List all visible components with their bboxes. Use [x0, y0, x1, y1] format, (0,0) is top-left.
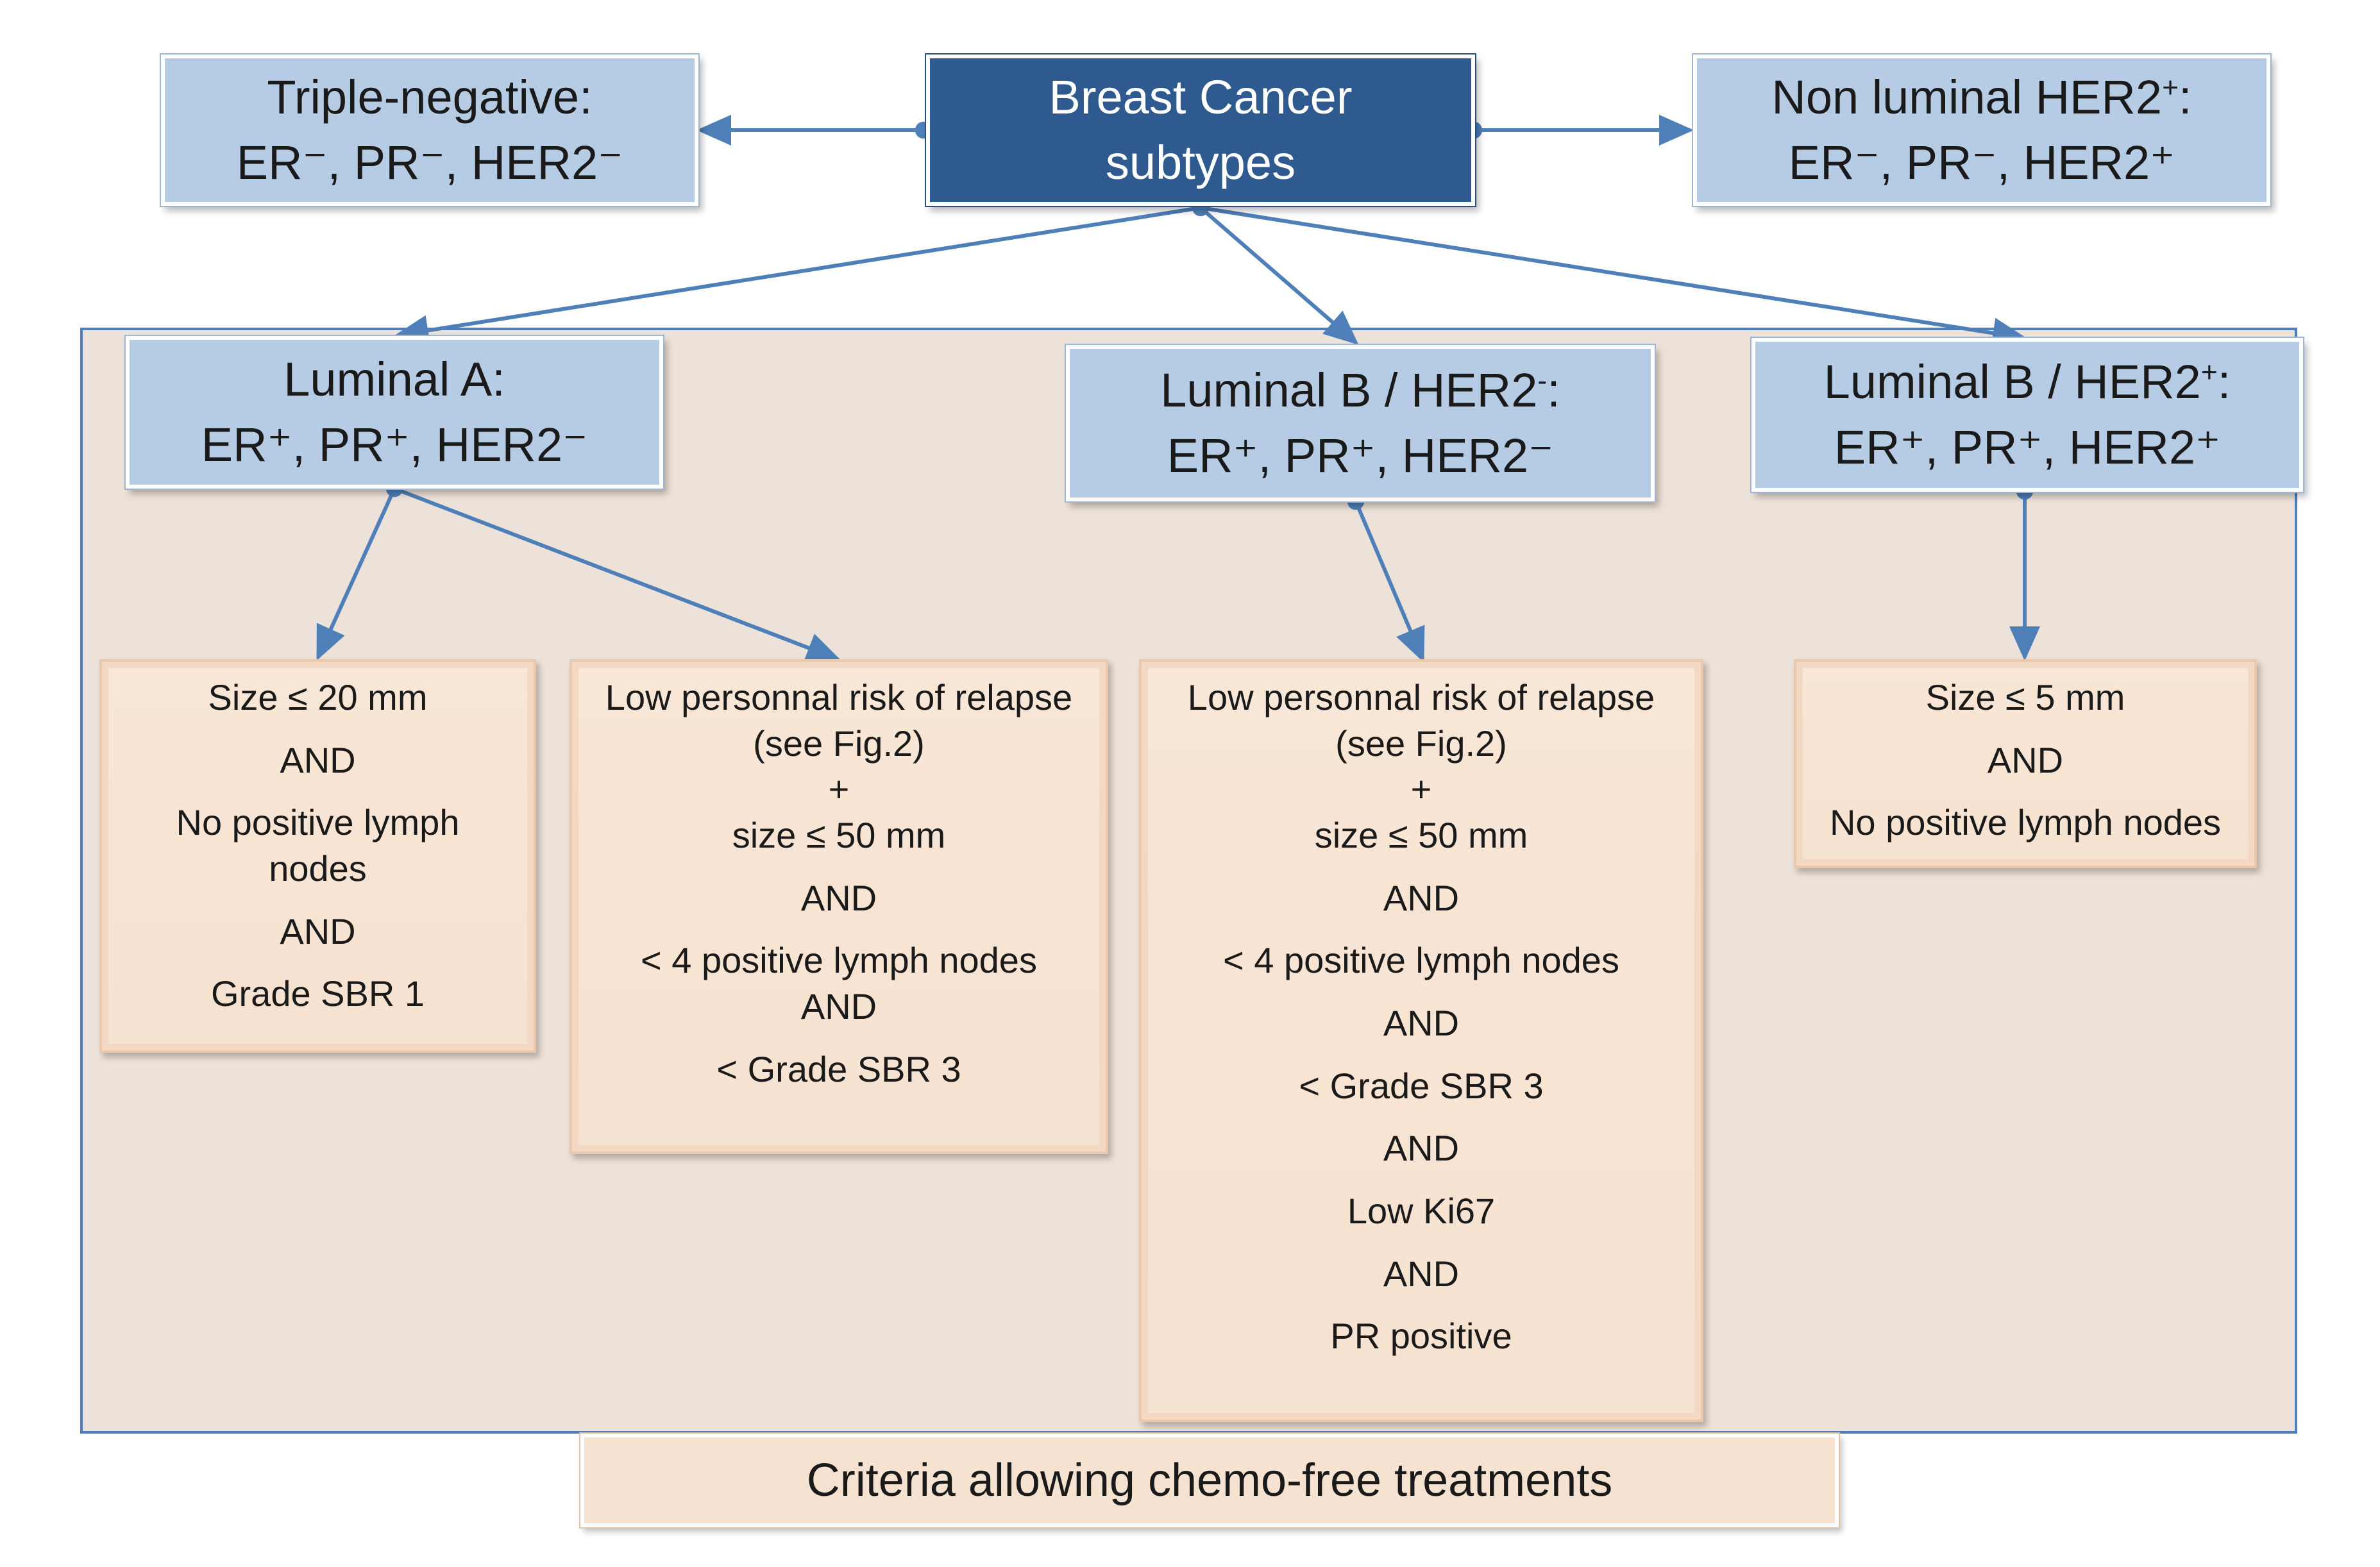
luminal-b-her2-neg-name: Luminal B / HER2-: — [1160, 363, 1560, 417]
subtype-triple-negative: Triple-negative: ER⁻, PR⁻, HER2⁻ — [161, 54, 698, 206]
criteria-line: AND — [800, 986, 877, 1027]
root-node-breast-cancer-subtypes: Breast Cancer subtypes — [926, 54, 1475, 206]
criteria-line: (see Fig.2) — [1335, 723, 1507, 764]
criteria-line: size ≤ 50 mm — [732, 815, 946, 856]
criteria-line: AND — [800, 877, 877, 918]
criteria-line: AND — [1383, 1253, 1460, 1294]
criteria-line: + — [1410, 769, 1432, 810]
arrow-root-to-luminal-a — [394, 199, 1210, 346]
criteria-line: AND — [1987, 739, 2064, 780]
criteria-line: No positive lymph nodes — [1829, 802, 2222, 843]
triple-negative-name: Triple-negative: — [267, 70, 593, 124]
luminal-b-her2-neg-markers: ER⁺, PR⁺, HER2⁻ — [1167, 429, 1554, 482]
subtype-luminal-b-her2-negative: Luminal B / HER2-: ER⁺, PR⁺, HER2⁻ — [1066, 345, 1655, 501]
criteria-line: < Grade SBR 3 — [716, 1048, 961, 1089]
criteria-line: Low Ki67 — [1347, 1191, 1496, 1232]
root-line-1: Breast Cancer — [1049, 70, 1353, 124]
criteria-line: Size ≤ 5 mm — [1925, 677, 2125, 717]
luminal-b-her2-pos-markers: ER⁺, PR⁺, HER2⁺ — [1834, 421, 2221, 474]
criteria-line: AND — [280, 739, 356, 780]
luminal-a-markers: ER⁺, PR⁺, HER2⁻ — [201, 418, 588, 471]
triple-negative-markers: ER⁻, PR⁻, HER2⁻ — [236, 136, 623, 189]
luminal-a-name: Luminal A: — [283, 352, 505, 406]
subtype-luminal-a: Luminal A: ER⁺, PR⁺, HER2⁻ — [126, 336, 663, 489]
criteria-line: Low personnal risk of relapse — [1187, 677, 1655, 717]
subtype-non-luminal-her2: Non luminal HER2+: ER⁻, PR⁻, HER2⁺ — [1693, 54, 2270, 206]
criteria-line: Size ≤ 20 mm — [208, 677, 428, 717]
criteria-line: Grade SBR 1 — [210, 973, 425, 1014]
criteria-line: Low personnal risk of relapse — [605, 677, 1073, 717]
subtype-luminal-b-her2-positive: Luminal B / HER2+: ER⁺, PR⁺, HER2⁺ — [1751, 338, 2303, 492]
criteria-luminal-a-size: Size ≤ 20 mm AND No positive lymph nodes… — [99, 659, 536, 1053]
criteria-line: nodes — [269, 848, 367, 889]
luminal-b-her2-pos-name: Luminal B / HER2+: — [1823, 355, 2231, 408]
criteria-luminal-b-her2-positive: Size ≤ 5 mm AND No positive lymph nodes — [1794, 659, 2257, 868]
arrow-root-to-luminal-b-her2-pos — [1200, 206, 2027, 349]
criteria-line: AND — [1383, 1128, 1460, 1169]
criteria-luminal-a-risk: Low personnal risk of relapse (see Fig.2… — [570, 659, 1108, 1154]
criteria-line: size ≤ 50 mm — [1314, 815, 1528, 856]
criteria-line: No positive lymph — [176, 802, 460, 843]
non-luminal-her2-name: Non luminal HER2+: — [1771, 70, 2192, 124]
criteria-luminal-b-her2-negative: Low personnal risk of relapse (see Fig.2… — [1139, 659, 1703, 1422]
arrow-root-to-luminal-b-her2-neg — [1199, 206, 1359, 345]
criteria-line: < 4 positive lymph nodes — [641, 940, 1037, 981]
criteria-line: < 4 positive lymph nodes — [1223, 940, 1619, 981]
criteria-line: (see Fig.2) — [753, 723, 925, 764]
legend-label: Criteria allowing chemo-free treatments — [806, 1455, 1613, 1506]
criteria-line: < Grade SBR 3 — [1299, 1065, 1544, 1106]
criteria-line: + — [828, 769, 850, 810]
non-luminal-her2-markers: ER⁻, PR⁻, HER2⁺ — [1788, 136, 2175, 189]
criteria-line: AND — [1383, 1003, 1460, 1044]
legend-chemo-free-criteria: Criteria allowing chemo-free treatments — [580, 1434, 1839, 1527]
criteria-line: AND — [1383, 877, 1460, 918]
criteria-line: PR positive — [1330, 1316, 1512, 1357]
criteria-line: AND — [280, 910, 356, 951]
root-line-2: subtypes — [1105, 136, 1296, 189]
